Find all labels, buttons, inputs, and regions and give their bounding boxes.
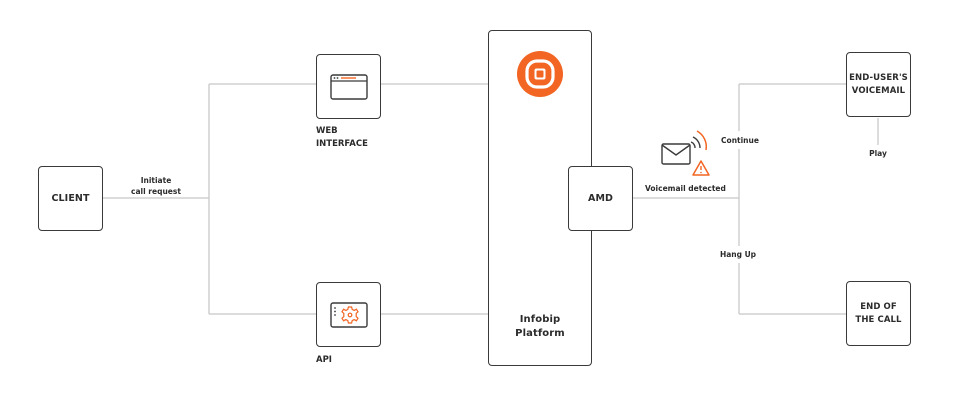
api-node <box>316 282 381 347</box>
amd-label: AMD <box>588 192 613 204</box>
voicemail-detected-label: Voicemail detected <box>645 184 726 193</box>
end-of-call-node: END OF THE CALL <box>846 281 911 346</box>
web-interface-label: WEB INTERFACE <box>316 126 368 149</box>
client-node: CLIENT <box>38 166 103 231</box>
play-label: Play <box>869 149 887 158</box>
gear-window-icon <box>329 301 368 328</box>
envelope-signal-warning-icon <box>661 130 710 176</box>
infobip-logo-icon <box>517 51 563 97</box>
amd-node: AMD <box>568 166 633 231</box>
api-label: API <box>316 355 332 365</box>
web-interface-node <box>316 54 381 119</box>
hang-up-label: Hang Up <box>719 250 757 259</box>
browser-window-icon <box>329 73 368 100</box>
client-label: CLIENT <box>51 192 90 204</box>
infobip-platform-node: Infobip Platform <box>488 30 592 366</box>
platform-label: Infobip Platform <box>515 314 565 339</box>
initiate-call-request-label: Initiate call request <box>131 176 181 196</box>
end-user-voicemail-node: END-USER'S VOICEMAIL <box>846 52 911 117</box>
continue-label: Continue <box>721 136 759 145</box>
